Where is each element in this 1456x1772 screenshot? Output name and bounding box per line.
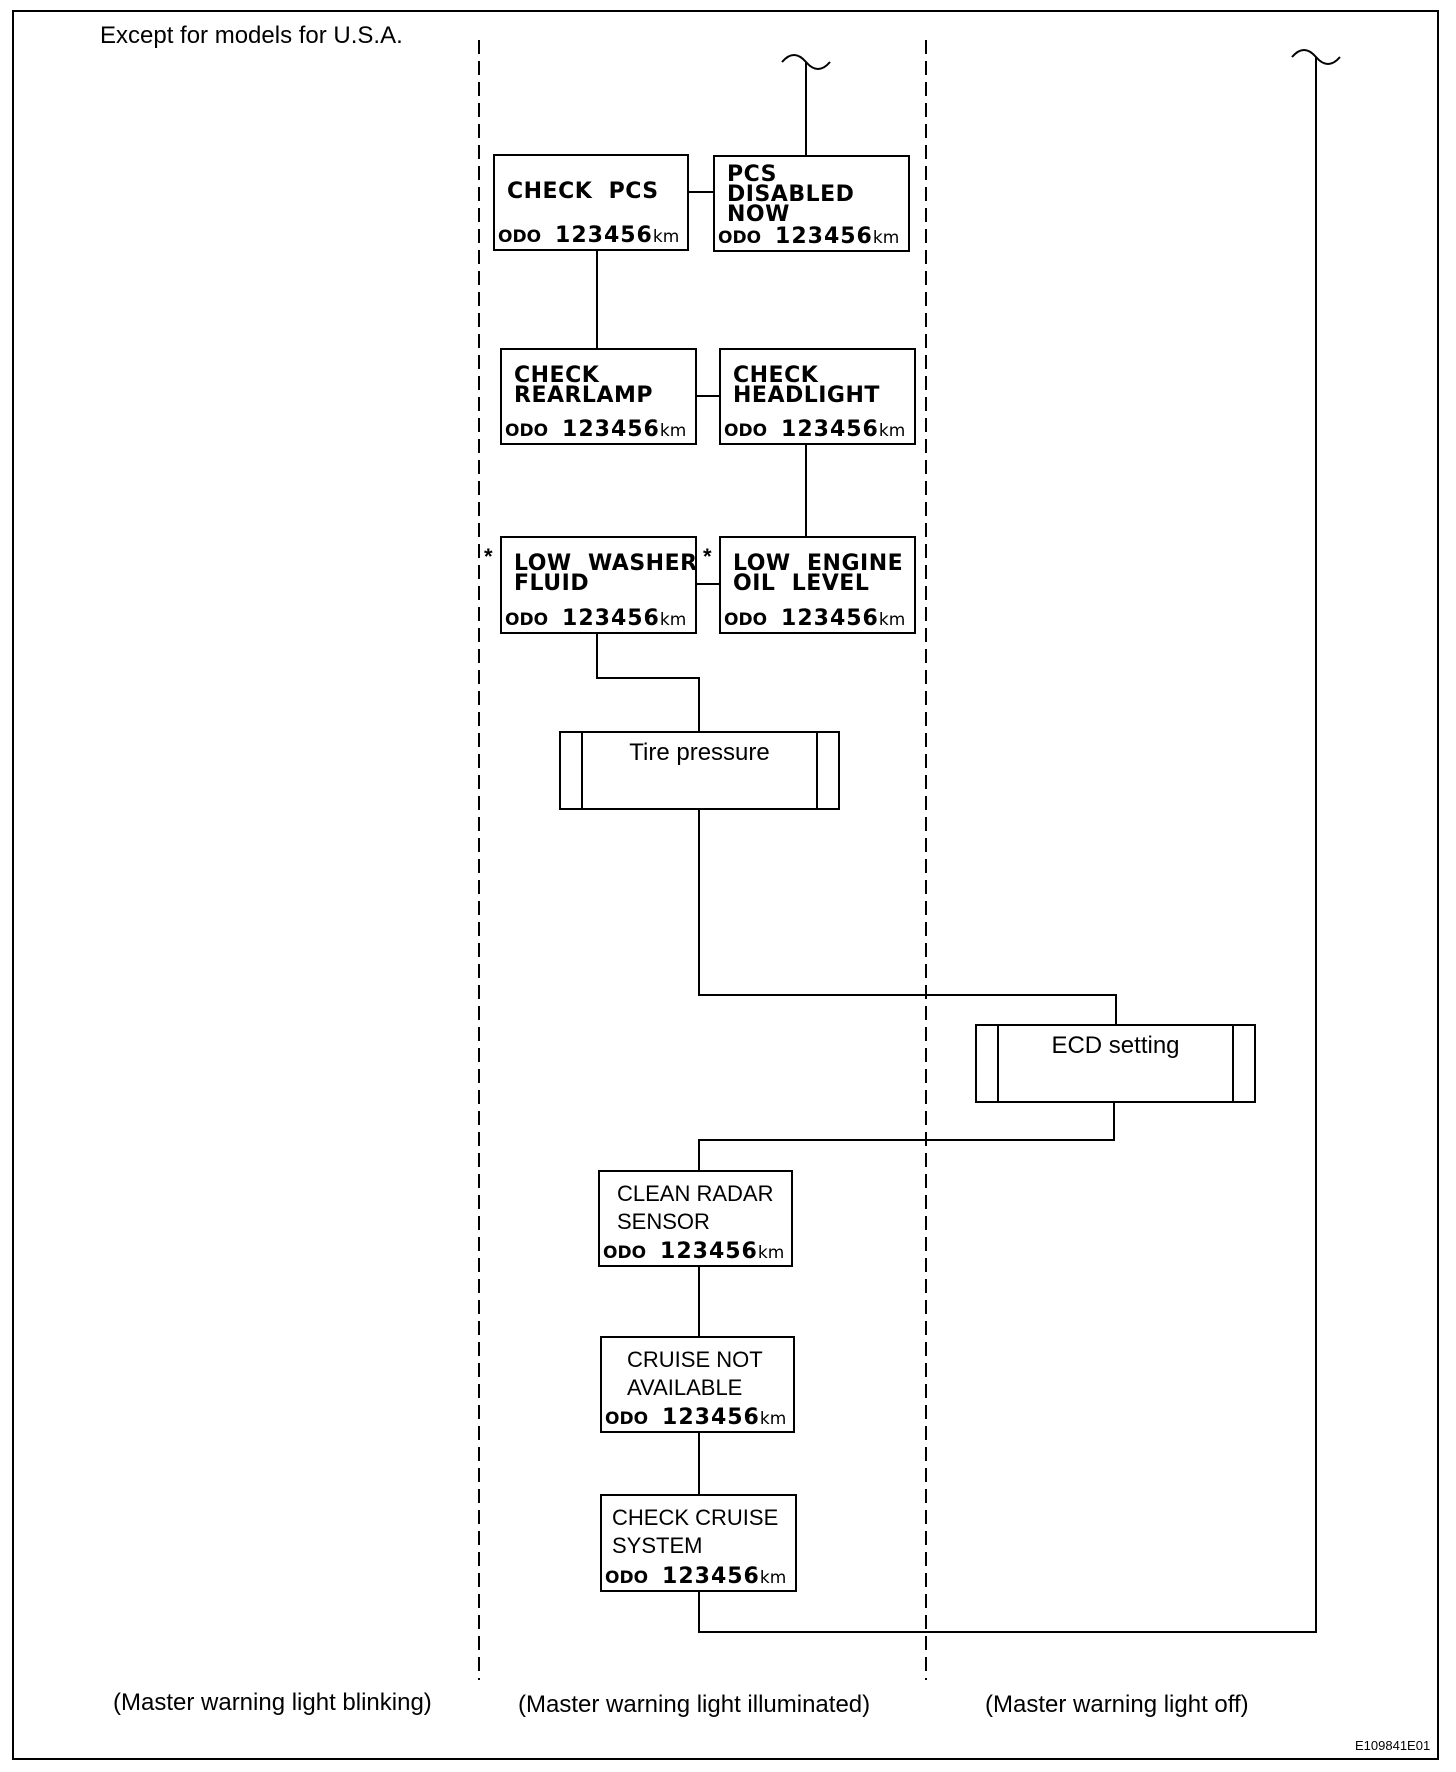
page-title: Except for models for U.S.A.: [100, 22, 403, 49]
column-label-illuminated: (Master warning light illuminated): [518, 1691, 871, 1718]
process-tire-pressure: Tire pressure: [559, 731, 840, 810]
process-label: ECD setting: [1051, 1032, 1180, 1059]
message-text: CHECK CRUISE SYSTEM: [612, 1505, 779, 1558]
process-ecd-setting: ECD setting: [975, 1024, 1256, 1103]
message-text: CHECK REARLAMP: [514, 363, 653, 408]
column-label-off: (Master warning light off): [985, 1691, 1249, 1718]
figure-id: E109841E01: [1355, 1738, 1431, 1753]
message-text: PCS DISABLED NOW: [727, 162, 855, 227]
message-text: LOW WASHER FLUID: [514, 551, 698, 596]
message-text: LOW ENGINE OIL LEVEL: [733, 551, 904, 596]
message-text: CLEAN RADAR SENSOR: [617, 1181, 774, 1234]
message-text: CHECK PCS: [507, 179, 659, 204]
message-text: CHECK HEADLIGHT: [733, 363, 880, 408]
message-text: CRUISE NOT AVAILABLE: [627, 1347, 763, 1400]
process-label: Tire pressure: [629, 739, 770, 766]
footnote-asterisk: *: [484, 544, 493, 569]
diagram-frame: [12, 10, 1439, 1760]
column-label-blinking: (Master warning light blinking): [113, 1689, 432, 1716]
footnote-asterisk: *: [703, 544, 712, 569]
